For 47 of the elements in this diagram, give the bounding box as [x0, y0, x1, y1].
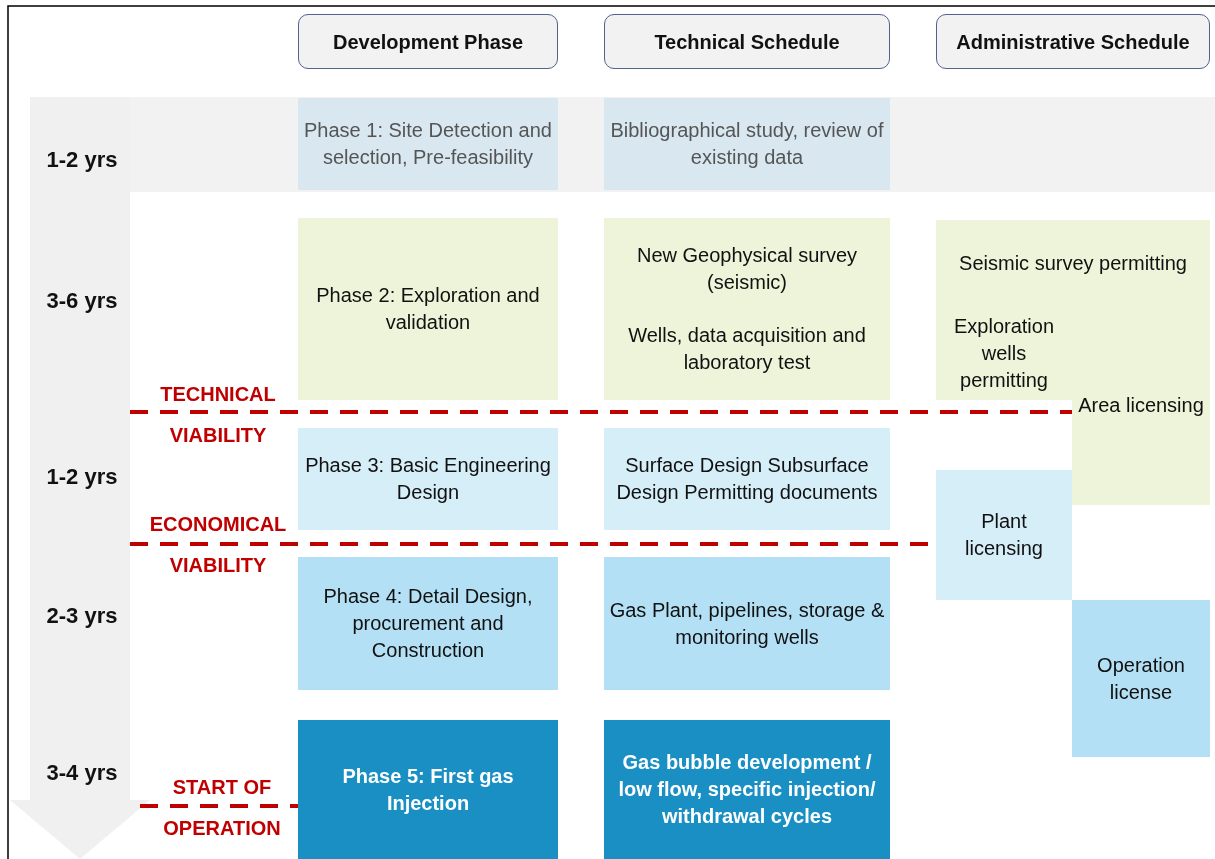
- milestone-label: VIABILITY: [169, 423, 267, 447]
- permit-box: [936, 470, 1072, 600]
- box-text: Phase 5: First gas Injection: [341, 763, 515, 816]
- box-text: New Geophysical survey (seismic): [635, 243, 859, 295]
- box-text: Bibliographical study, review of existing data: [609, 118, 885, 170]
- box-text: Wells, data acquisition and laboratory test: [627, 323, 867, 375]
- phase-box: [298, 428, 558, 530]
- box-text: Area licensing: [1078, 393, 1204, 418]
- task-box: [604, 557, 890, 690]
- milestone-label: OPERATION: [163, 816, 281, 840]
- header-text: Development Phase: [332, 29, 524, 55]
- box-text: Phase 2: Exploration and validation: [315, 283, 541, 335]
- permit-box: [936, 220, 1210, 306]
- box-text: Seismic survey permitting: [959, 250, 1187, 276]
- box-text: Phase 4: Detail Design, procurement and Construction: [322, 584, 534, 663]
- phase-box: [298, 720, 558, 859]
- milestone-label: TECHNICAL: [160, 382, 276, 406]
- task-box: [604, 98, 890, 190]
- box-text: Surface Design Subsurface Design Permitting documents: [615, 453, 879, 505]
- duration-label: 3-4 yrs: [46, 760, 118, 786]
- phase-box: [298, 218, 558, 400]
- box-text: Operation license: [1096, 652, 1186, 705]
- box-text: Exploration wells permitting: [952, 313, 1056, 393]
- task-box: [604, 720, 890, 859]
- milestone-label: VIABILITY: [169, 553, 267, 577]
- box-text: Gas bubble development / low flow, specific injection/ withdrawal cycles: [617, 750, 877, 829]
- duration-label: 2-3 yrs: [46, 603, 118, 629]
- phase-box: [298, 98, 558, 190]
- column-header: [604, 14, 890, 69]
- box-text: Phase 3: Basic Engineering Design: [304, 453, 552, 505]
- duration-label: 1-2 yrs: [46, 147, 118, 173]
- column-header: [936, 14, 1210, 69]
- header-text: Technical Schedule: [654, 29, 840, 55]
- box-text: Plant licensing: [964, 509, 1044, 561]
- phase-box: [298, 557, 558, 690]
- header-text: Administrative Schedule: [956, 29, 1190, 55]
- task-box: [604, 428, 890, 530]
- column-header: [298, 14, 558, 69]
- task-box: [604, 218, 890, 400]
- permit-box: [1072, 306, 1210, 505]
- milestone-label: ECONOMICAL: [149, 512, 287, 536]
- box-text: Gas Plant, pipelines, storage & monitoring wells: [608, 597, 886, 650]
- duration-label: 3-6 yrs: [46, 288, 118, 314]
- duration-label: 1-2 yrs: [46, 464, 118, 490]
- box-text: Phase 1: Site Detection and selection, Pre-feasibility: [303, 118, 553, 170]
- permit-box: [1072, 600, 1210, 757]
- milestone-label: START OF: [172, 775, 272, 799]
